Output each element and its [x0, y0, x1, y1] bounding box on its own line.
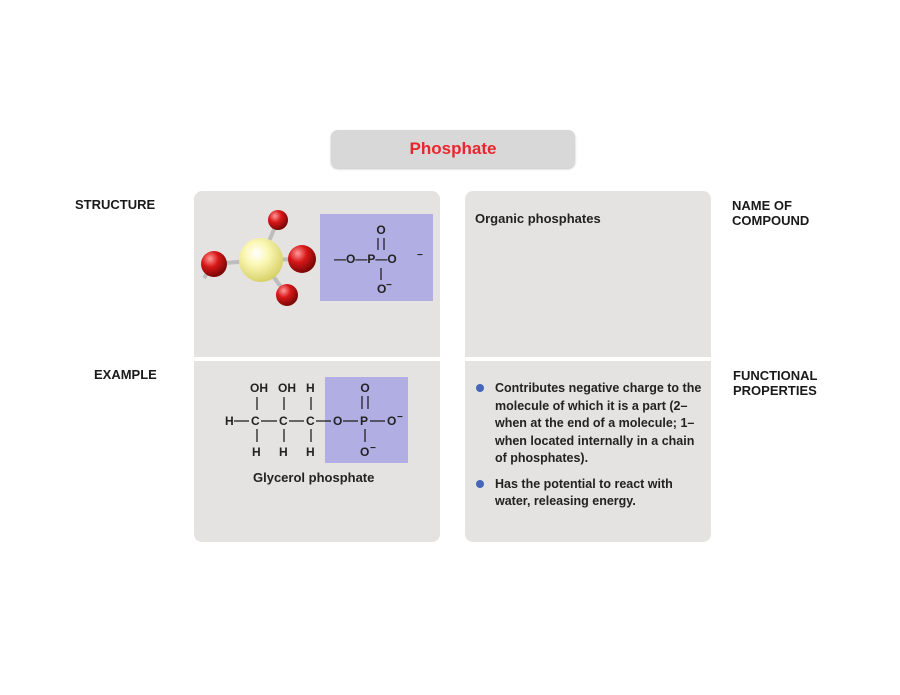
formula-p-bottom-o: O	[360, 445, 369, 459]
list-item: Contributes negative charge to the molec…	[476, 380, 704, 468]
property-text: Has the potential to react with water, r…	[495, 476, 673, 509]
formula-p: P	[360, 414, 368, 428]
oxygen-atom	[201, 251, 227, 277]
name-of-compound-label: NAME OF COMPOUND	[732, 198, 810, 228]
bullet-icon	[476, 479, 484, 488]
formula-c-2: C	[279, 414, 288, 428]
glycerol-phosphate-formula: OH OH H O H C C C O P O − H H H O −	[225, 377, 408, 463]
name-panel	[465, 191, 711, 357]
formula-oh-2: OH	[278, 381, 296, 395]
structure-label: STRUCTURE	[75, 197, 156, 212]
formula-c-1: C	[251, 414, 260, 428]
formula-o-end: O	[387, 414, 396, 428]
title-banner: Phosphate	[331, 130, 575, 168]
oxygen-atom	[276, 284, 298, 306]
functional-properties-list: Contributes negative charge to the molec…	[476, 380, 704, 519]
oxygen-atom	[268, 210, 288, 230]
formula-o-bridge: O	[333, 414, 342, 428]
formula-bottom-charge: −	[386, 280, 392, 291]
formula-h-bottom-2: H	[279, 445, 288, 459]
formula-c-3: C	[306, 414, 315, 428]
formula-h-left: H	[225, 414, 234, 428]
property-text: Contributes negative charge to the molec…	[495, 381, 702, 465]
formula-p-top-o: O	[360, 381, 369, 395]
formula-h-bottom-3: H	[306, 445, 315, 459]
bullet-icon	[476, 384, 484, 392]
phosphate-structural-formula: O —O—P—O − O −	[320, 214, 433, 301]
phosphate-ball-model	[201, 210, 316, 306]
formula-bottom-o: O	[377, 282, 386, 296]
list-item: Has the potential to react with water, r…	[476, 476, 704, 511]
formula-top-o: O	[376, 223, 385, 237]
phosphorus-atom	[239, 238, 283, 282]
glycerol-highlight-box	[325, 377, 408, 463]
formula-o-end-charge: −	[397, 412, 403, 423]
formula-oh-1: OH	[250, 381, 268, 395]
oxygen-atom	[288, 245, 316, 273]
properties-panel	[465, 361, 711, 542]
compound-name: Organic phosphates	[475, 211, 601, 226]
formula-p-bottom-charge: −	[370, 443, 376, 454]
formula-h-top: H	[306, 381, 315, 395]
phosphate-highlight-box	[320, 214, 433, 301]
example-caption: Glycerol phosphate	[253, 470, 375, 485]
formula-charge: −	[417, 250, 423, 261]
example-label: EXAMPLE	[94, 367, 157, 382]
functional-properties-label: FUNCTIONAL PROPERTIES	[733, 368, 818, 398]
formula-h-bottom-1: H	[252, 445, 261, 459]
page-title: Phosphate	[409, 139, 497, 158]
formula-main-chain: —O—P—O	[334, 252, 397, 266]
